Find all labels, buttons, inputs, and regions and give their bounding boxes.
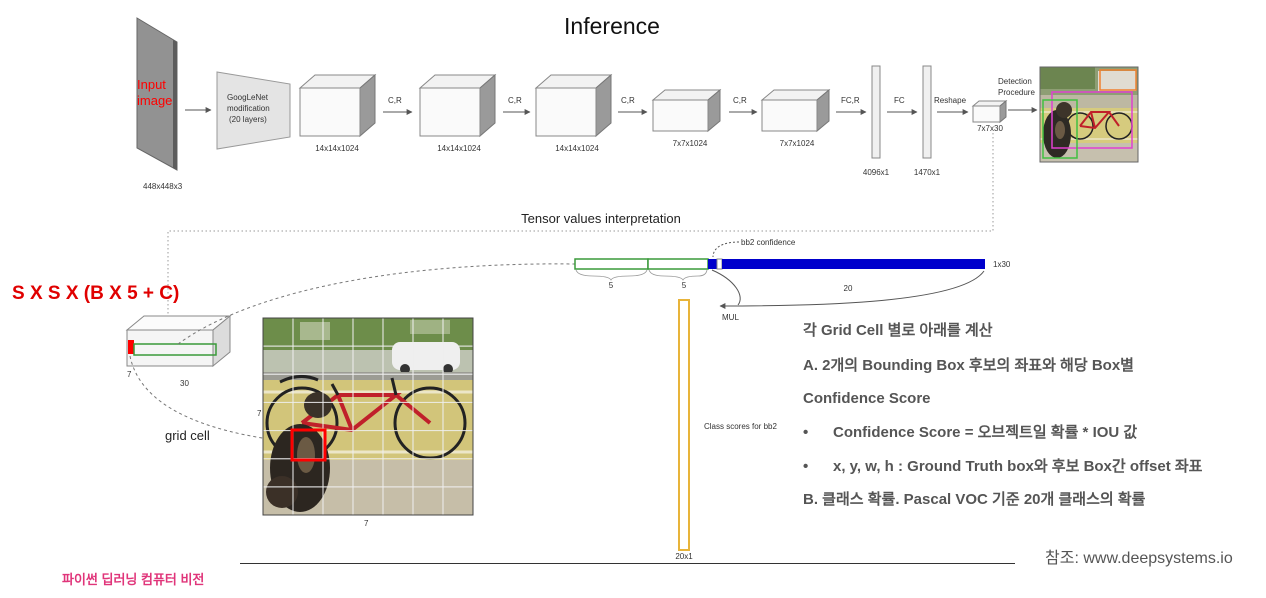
op-label-2: C,R (508, 96, 522, 105)
mul-label: MUL (722, 313, 739, 322)
conv-layer-3-box (534, 73, 613, 138)
grid-cell-link-dashed (129, 355, 293, 443)
class-probabilities-segment (722, 259, 985, 269)
notes-a-line1: A. 2개의 Bounding Box 후보의 좌표와 해당 Box별 (803, 357, 1134, 374)
op-label-5: FC,R (841, 96, 860, 105)
tensor-depth-label: 7 (127, 370, 132, 379)
fc-layer-1-bar (871, 65, 881, 159)
bb2-confidence-label: bb2 confidence (741, 238, 796, 247)
backbone-label-1: GoogLeNet (227, 93, 269, 102)
class-to-mul-arrow (719, 270, 985, 309)
tensor-cell-vector (133, 343, 217, 356)
op-label-1: C,R (388, 96, 402, 105)
detection-image-border (1039, 66, 1139, 163)
vector-size-label: 1x30 (993, 260, 1011, 269)
bbox2-segment (647, 258, 709, 270)
backbone-block (216, 71, 291, 150)
input-label-line1: Input (137, 77, 166, 92)
op-label-6: FC (894, 96, 905, 105)
class-scores-size: 20x1 (675, 552, 693, 561)
bullet-text: Confidence Score = 오브젝트일 확률 * IOU 값 (833, 424, 1138, 441)
op-label-4: C,R (733, 96, 747, 105)
grid-cols-label: 7 (364, 519, 369, 528)
conv-layer-2-dims: 14x14x1024 (437, 144, 481, 153)
input-image-slab (136, 17, 178, 171)
conv-layer-5-box (760, 88, 831, 133)
conv-layer-1-box (298, 73, 377, 138)
conv-layer-3-dims: 14x14x1024 (555, 144, 599, 153)
input-label-line2: image (137, 93, 172, 108)
op-label-7: Reshape (934, 96, 967, 105)
notes-bullet-2: • x, y, w, h : Ground Truth box와 후보 Box간… (803, 457, 1263, 477)
grid-cell-highlight (290, 428, 327, 462)
bb2-confidence-cell (708, 259, 717, 269)
backbone-label-2: modification (227, 104, 270, 113)
vector-link-dashed (177, 263, 576, 345)
output-tensor-box (125, 314, 232, 368)
footer-divider (240, 563, 1015, 564)
segment-2-brace (648, 269, 708, 281)
conv-layer-4-box (651, 88, 722, 133)
interpretation-dotted-connector (167, 133, 994, 316)
notes-bullet-1: • Confidence Score = 오브젝트일 확률 * IOU 값 (803, 423, 1263, 443)
tensor-cell-marker (128, 340, 134, 354)
conv-layer-5-dims: 7x7x1024 (780, 139, 815, 148)
diagram-title: Inference (564, 13, 660, 39)
backbone-label-3: (20 layers) (229, 115, 267, 124)
segment-1-brace (575, 269, 648, 281)
conv-layer-2-box (418, 73, 497, 138)
class-scores-label: Class scores for bb2 (704, 422, 777, 431)
output-tensor-cube (971, 99, 1008, 124)
grid-cell-label: grid cell (165, 428, 210, 443)
bullet-text: x, y, w, h : Ground Truth box와 후보 Box간 o… (833, 458, 1203, 475)
tensor-length-label: 30 (180, 379, 189, 388)
detection-label-2: Procedure (998, 88, 1035, 97)
grid-rows-label: 7 (257, 409, 262, 418)
bb2-confidence-pointer (712, 241, 740, 258)
output-dims: 7x7x30 (977, 124, 1003, 133)
conv-layer-1-dims: 14x14x1024 (315, 144, 359, 153)
course-footer: 파이썬 딥러닝 컴퓨터 비전 (62, 572, 205, 587)
class-scores-bar (678, 299, 690, 551)
segment-2-size: 5 (682, 281, 687, 290)
conv-layer-4-dims: 7x7x1024 (673, 139, 708, 148)
bbox1-segment (574, 258, 649, 270)
segment-3-size: 20 (844, 284, 853, 293)
notes-a-line2: Confidence Score (803, 390, 931, 407)
detection-result-image (1040, 67, 1138, 162)
fc-layer-2-bar (922, 65, 932, 159)
input-dims: 448x448x3 (143, 182, 183, 191)
notes-heading: 각 Grid Cell 별로 아래를 계산 (803, 322, 993, 339)
notes-b-line: B. 클래스 확률. Pascal VOC 기준 20개 클래스의 확률 (803, 491, 1146, 508)
tensor-shape-formula: S X S X (B X 5 + C) (12, 283, 179, 304)
separator-cell (716, 258, 723, 270)
bullet-symbol: • (803, 458, 809, 475)
fc-layer-1-dims: 4096x1 (863, 168, 890, 177)
op-label-3: C,R (621, 96, 635, 105)
reference-credit: 참조: www.deepsystems.io (1045, 550, 1233, 567)
grid-photo (263, 318, 473, 515)
confidence-to-mul-curve (711, 269, 741, 306)
fc-layer-2-dims: 1470x1 (914, 168, 941, 177)
interpretation-title: Tensor values interpretation (521, 211, 681, 226)
segment-1-size: 5 (609, 281, 614, 290)
detection-label-1: Detection (998, 77, 1032, 86)
grid-photo-border (262, 317, 474, 516)
bullet-symbol: • (803, 424, 809, 441)
